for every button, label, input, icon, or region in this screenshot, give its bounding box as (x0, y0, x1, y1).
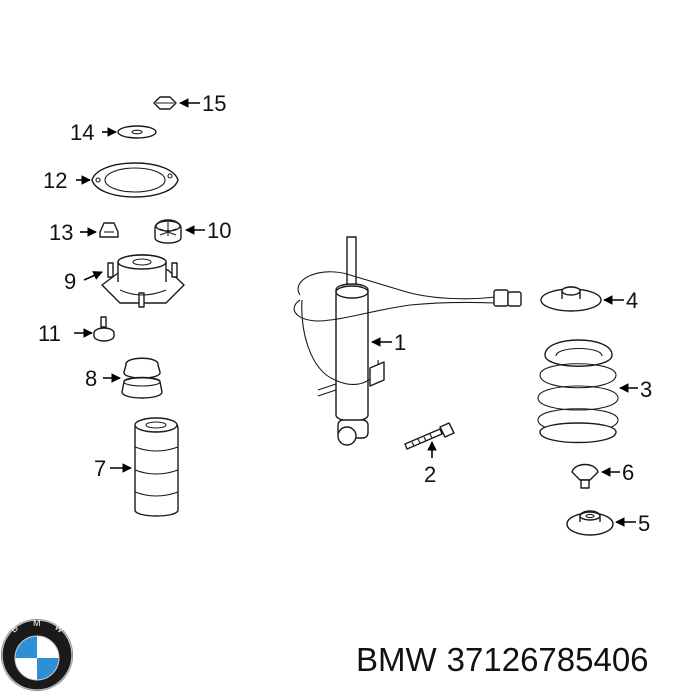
part-rubber-6 (571, 463, 599, 489)
callout-7: 7 (94, 456, 106, 481)
part-nut-11 (93, 316, 115, 342)
part-spring-seat-4 (540, 286, 602, 312)
logo-quadrant-blue-1 (15, 636, 37, 658)
part-nut-13 (99, 222, 119, 238)
part-bolt-2 (404, 422, 455, 450)
callout-1: 1 (394, 330, 406, 355)
part-gasket-12 (91, 162, 179, 198)
leader-9 (83, 271, 103, 281)
part-coil-spring-3 (537, 339, 619, 444)
part-cap-10 (154, 219, 182, 244)
callout-3: 3 (640, 377, 652, 402)
svg-text:B: B (9, 623, 20, 635)
part-shock-absorber-1 (293, 236, 522, 446)
brand-name: BMW (356, 641, 437, 678)
part-washer-14 (117, 125, 157, 139)
callout-13: 13 (49, 220, 73, 245)
callout-12: 12 (43, 168, 67, 193)
callout-6: 6 (622, 460, 634, 485)
callout-9: 9 (64, 269, 76, 294)
callout-8: 8 (85, 366, 97, 391)
callout-2: 2 (424, 462, 436, 487)
callout-15: 15 (202, 91, 226, 116)
part-bump-stop-8 (121, 357, 163, 399)
part-nut-15 (153, 96, 177, 110)
callout-14: 14 (70, 120, 94, 145)
callout-11: 11 (38, 321, 61, 346)
part-strut-mount-9 (101, 254, 185, 308)
callout-5: 5 (638, 511, 650, 536)
callout-4: 4 (626, 288, 638, 313)
bmw-logo: B M W (1, 618, 73, 691)
part-dust-boot-7 (134, 417, 179, 517)
part-number: 37126785406 (446, 641, 649, 678)
svg-text:M: M (33, 618, 41, 628)
logo-quadrant-blue-2 (37, 658, 59, 680)
part-lower-seat-5 (566, 510, 614, 536)
callout-10: 10 (207, 218, 231, 243)
